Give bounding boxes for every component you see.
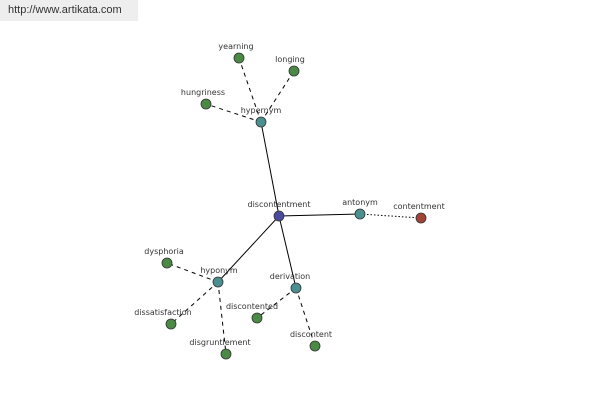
node-dot-derivation[interactable] bbox=[290, 282, 302, 294]
node-label-derivation: derivation bbox=[270, 272, 310, 281]
node-label-longing: longing bbox=[275, 55, 305, 64]
node-hyponym[interactable]: hyponym bbox=[200, 266, 238, 288]
node-yearning[interactable]: yearning bbox=[218, 42, 254, 64]
node-dot-discontentment[interactable] bbox=[273, 210, 285, 222]
node-label-discontentment: discontentment bbox=[247, 200, 310, 209]
node-contentment[interactable]: contentment bbox=[393, 202, 445, 224]
node-label-dysphoria: dysphoria bbox=[144, 247, 184, 256]
nodes-layer: discontentment hypernym antonym hyponym deri… bbox=[134, 42, 445, 360]
edge-hyponym-dissatisfaction bbox=[170, 281, 219, 325]
node-dot-hyponym[interactable] bbox=[212, 276, 224, 288]
node-dot-dissatisfaction[interactable] bbox=[165, 318, 177, 330]
node-label-disgruntlement: disgruntlement bbox=[189, 338, 250, 347]
node-label-discontented: discontented bbox=[226, 302, 278, 311]
node-label-hungriness: hungriness bbox=[181, 88, 225, 97]
node-dot-discontent[interactable] bbox=[309, 340, 321, 352]
node-longing[interactable]: longing bbox=[275, 55, 305, 77]
source-link[interactable]: http://www.artikata.com bbox=[8, 4, 122, 16]
node-hypernym[interactable]: hypernym bbox=[241, 106, 282, 128]
node-derivation[interactable]: derivation bbox=[270, 272, 310, 294]
node-dot-dysphoria[interactable] bbox=[161, 257, 173, 269]
edge-antonym-contentment bbox=[359, 213, 422, 219]
edge-discontentment-antonym bbox=[278, 213, 361, 217]
edge-hyponym-dysphoria bbox=[166, 262, 219, 283]
node-dysphoria[interactable]: dysphoria bbox=[144, 247, 184, 269]
node-dot-disgruntlement[interactable] bbox=[220, 348, 232, 360]
node-disgruntlement[interactable]: disgruntlement bbox=[189, 338, 251, 360]
edge-hypernym-longing bbox=[260, 70, 295, 123]
node-dot-hypernym[interactable] bbox=[255, 116, 267, 128]
node-dot-discontented[interactable] bbox=[251, 312, 263, 324]
node-discontented[interactable]: discontented bbox=[226, 302, 278, 324]
node-dot-longing[interactable] bbox=[288, 65, 300, 77]
node-dot-hungriness[interactable] bbox=[200, 98, 212, 110]
edge-derivation-discontent bbox=[295, 287, 316, 347]
node-label-yearning: yearning bbox=[218, 42, 253, 51]
edge-discontentment-hyponym bbox=[217, 215, 280, 283]
node-label-dissatisfaction: dissatisfaction bbox=[134, 308, 192, 317]
edge-discontentment-derivation bbox=[278, 215, 297, 289]
edge-hypernym-hungriness bbox=[205, 103, 262, 123]
node-hungriness[interactable]: hungriness bbox=[181, 88, 225, 110]
node-label-hypernym: hypernym bbox=[241, 106, 282, 115]
edge-hypernym-yearning bbox=[238, 57, 262, 123]
node-label-discontent: discontent bbox=[290, 330, 332, 339]
node-label-antonym: antonym bbox=[342, 198, 378, 207]
node-dot-yearning[interactable] bbox=[233, 52, 245, 64]
node-label-contentment: contentment bbox=[393, 202, 445, 211]
source-banner: http://www.artikata.com bbox=[0, 0, 138, 21]
node-dissatisfaction[interactable]: dissatisfaction bbox=[134, 308, 192, 330]
node-dot-contentment[interactable] bbox=[415, 212, 427, 224]
node-label-hyponym: hyponym bbox=[200, 266, 238, 275]
edge-discontentment-hypernym bbox=[260, 121, 280, 217]
edge-derivation-discontented bbox=[256, 287, 297, 319]
node-antonym[interactable]: antonym bbox=[342, 198, 378, 220]
node-discontentment[interactable]: discontentment bbox=[247, 200, 311, 222]
edges-layer bbox=[166, 57, 422, 355]
node-discontent[interactable]: discontent bbox=[290, 330, 332, 352]
node-dot-antonym[interactable] bbox=[354, 208, 366, 220]
